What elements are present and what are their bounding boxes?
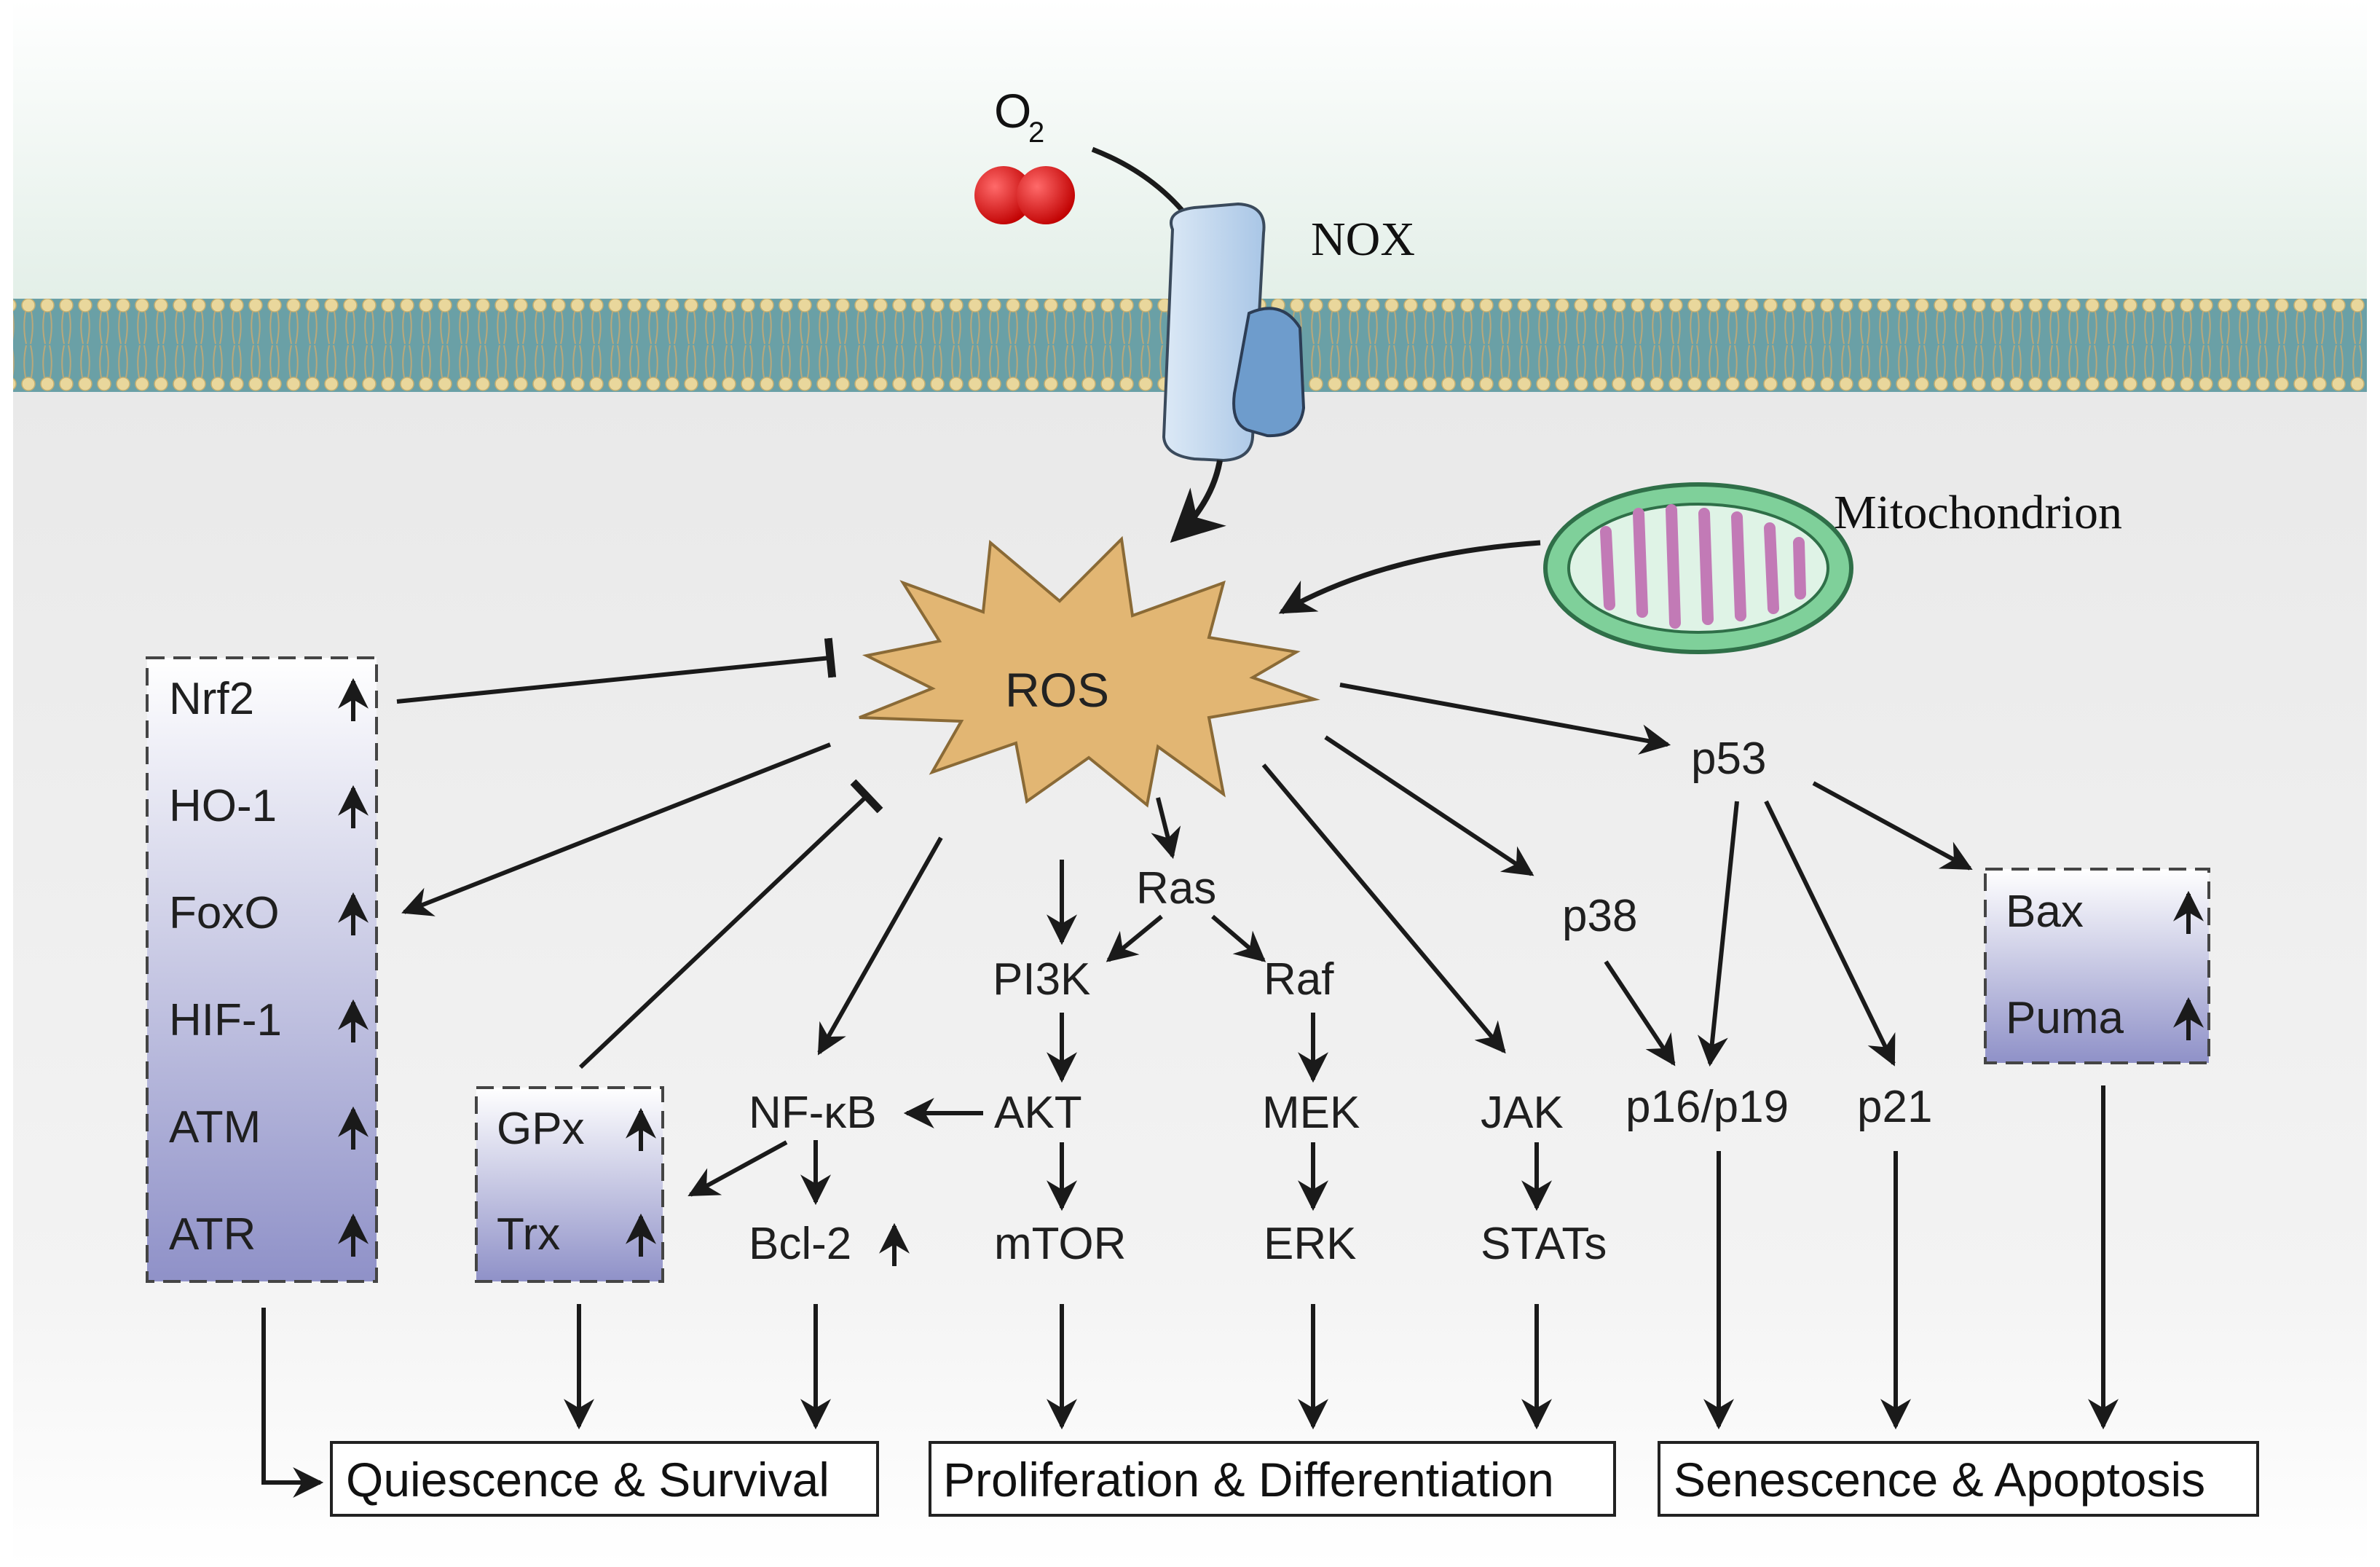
node-raf: Raf: [1264, 954, 1334, 1005]
left-box-items: Nrf2 HO-1 FoxO HIF-1 ATM ATR: [169, 674, 282, 1260]
left-item-nrf2: Nrf2: [169, 674, 254, 724]
node-pi3k: PI3K: [993, 954, 1090, 1005]
left-item-hif1: HIF-1: [169, 995, 282, 1045]
edge-p53-to-p16: [1697, 801, 1739, 1067]
edge-ras-to-raf: [1211, 914, 1266, 962]
outcome-proliferation-label: Proliferation & Differentiation: [943, 1453, 1554, 1507]
edge-atr-to-survival: [261, 1308, 324, 1498]
bax-label: Bax: [2006, 887, 2084, 937]
pathway-edges: [261, 637, 2119, 1498]
o2-subscript: 2: [1028, 117, 1044, 149]
ros-starburst: [859, 535, 1320, 808]
left-item-foxo: FoxO: [169, 888, 280, 938]
o2-label: O: [994, 84, 1031, 138]
node-akt: AKT: [994, 1088, 1082, 1138]
gpx-label: GPx: [497, 1104, 585, 1154]
node-p16p19: p16/p19: [1626, 1082, 1789, 1132]
outcome-survival: Quiescence & Survival: [330, 1441, 879, 1517]
node-p38: p38: [1562, 891, 1637, 941]
edge-p53-to-bax: [1812, 781, 1973, 871]
nox-enzyme: [1162, 202, 1306, 463]
mitochondrion: [1543, 482, 1853, 654]
node-p21: p21: [1857, 1082, 1932, 1132]
left-regulator-box: [146, 656, 378, 1283]
node-p53: p53: [1691, 734, 1766, 784]
ros-label: ROS: [1005, 663, 1109, 717]
left-item-ho1: HO-1: [169, 781, 277, 831]
edge-nrf2-inhibits-ros: [396, 637, 837, 704]
edge-ros-to-foxo: [401, 742, 832, 916]
edge-ros-to-p38: [1324, 735, 1534, 876]
edge-ros-to-jak: [1261, 763, 1506, 1054]
left-item-atm: ATM: [169, 1102, 261, 1152]
outcome-apoptosis: Senescence & Apoptosis: [1658, 1441, 2259, 1517]
node-erk: ERK: [1264, 1219, 1356, 1269]
node-mtor: mTOR: [994, 1219, 1126, 1269]
edge-p53-to-p21: [1764, 800, 1896, 1067]
node-jak: JAK: [1481, 1088, 1564, 1138]
edge-ros-to-ras: [1151, 797, 1181, 860]
node-nfkb: NF-κB: [749, 1088, 877, 1138]
mito-to-ros-arrow: [1278, 540, 1541, 615]
edge-ros-to-nfkb: [817, 836, 943, 1056]
edge-gpx-inhibits-ros: [578, 779, 883, 1069]
node-ras: Ras: [1136, 863, 1216, 914]
edge-ras-to-pi3k: [1106, 914, 1163, 962]
edge-p38-to-p16: [1604, 960, 1676, 1067]
left-item-atr: ATR: [169, 1209, 256, 1260]
outcome-survival-label: Quiescence & Survival: [346, 1453, 830, 1507]
edge-nfkb-to-gpx: [687, 1140, 788, 1197]
node-bcl2: Bcl-2: [749, 1219, 851, 1269]
outcome-proliferation: Proliferation & Differentiation: [929, 1441, 1616, 1517]
bax-puma-box: [1984, 868, 2210, 1064]
puma-label: Puma: [2006, 993, 2124, 1043]
mitochondrion-label: Mitochondrion: [1834, 486, 2122, 539]
nox-to-ros-arrow: [1170, 460, 1226, 543]
nox-label: NOX: [1311, 213, 1415, 266]
trx-label: Trx: [497, 1209, 560, 1260]
outcome-apoptosis-label: Senescence & Apoptosis: [1674, 1453, 2205, 1507]
node-stats: STATs: [1481, 1219, 1607, 1269]
edge-ros-to-p53: [1339, 683, 1671, 755]
cytoplasm: [13, 392, 2367, 1567]
node-mek: MEK: [1262, 1088, 1360, 1138]
o2-molecule: [974, 166, 1075, 224]
